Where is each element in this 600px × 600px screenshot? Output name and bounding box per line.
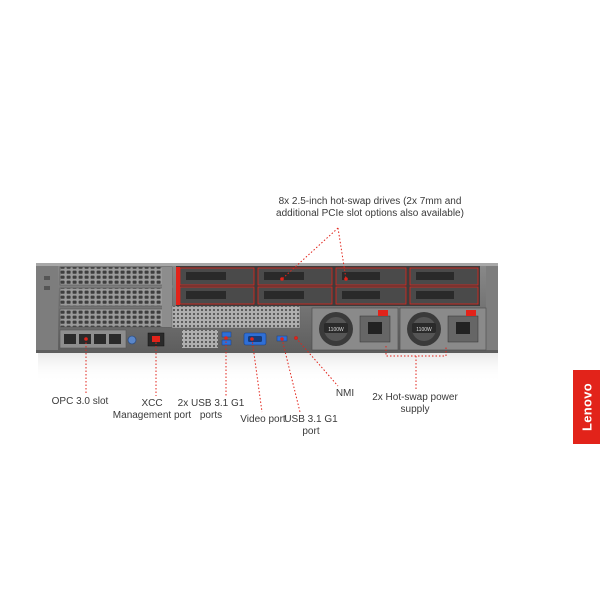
usb-port [221,331,232,338]
lenovo-logo: Lenovo [573,370,600,444]
callout-video-port: Video port [240,414,286,425]
callout-lines [85,227,447,413]
psu-2-marking: 1100W [416,327,432,333]
pcie-slot-3 [59,308,173,328]
power-supply-2 [399,307,487,351]
callout-xcc-port: XCC Management port [112,398,192,421]
rj45-port [109,334,121,344]
callout-power-supply: 2x Hot-swap power supply [372,392,458,415]
lenovo-logo-text: Lenovo [579,382,594,432]
thumbscrew [127,335,137,345]
callout-opc-slot: OPC 3.0 slot [51,396,109,407]
drive-bays [176,267,479,305]
callout-usb-1: USB 3.1 G1 port [284,414,338,437]
left-rack-ear [36,266,58,350]
callout-usb-2x: 2x USB 3.1 G1 ports [177,398,245,421]
callout-drives: 8x 2.5-inch hot-swap drives (2x 7mm and … [276,196,464,219]
power-supply-1 [311,307,399,351]
rj45-port [94,334,106,344]
rj45-port [64,334,76,344]
callout-nmi: NMI [335,388,355,399]
chassis-reflection [38,352,498,382]
psu-1-marking: 1100W [328,327,344,333]
callout-dots [84,277,348,341]
right-rack-ear [486,266,498,350]
pcie-slot-1 [59,266,173,286]
pcie-slot-2 [59,287,173,307]
